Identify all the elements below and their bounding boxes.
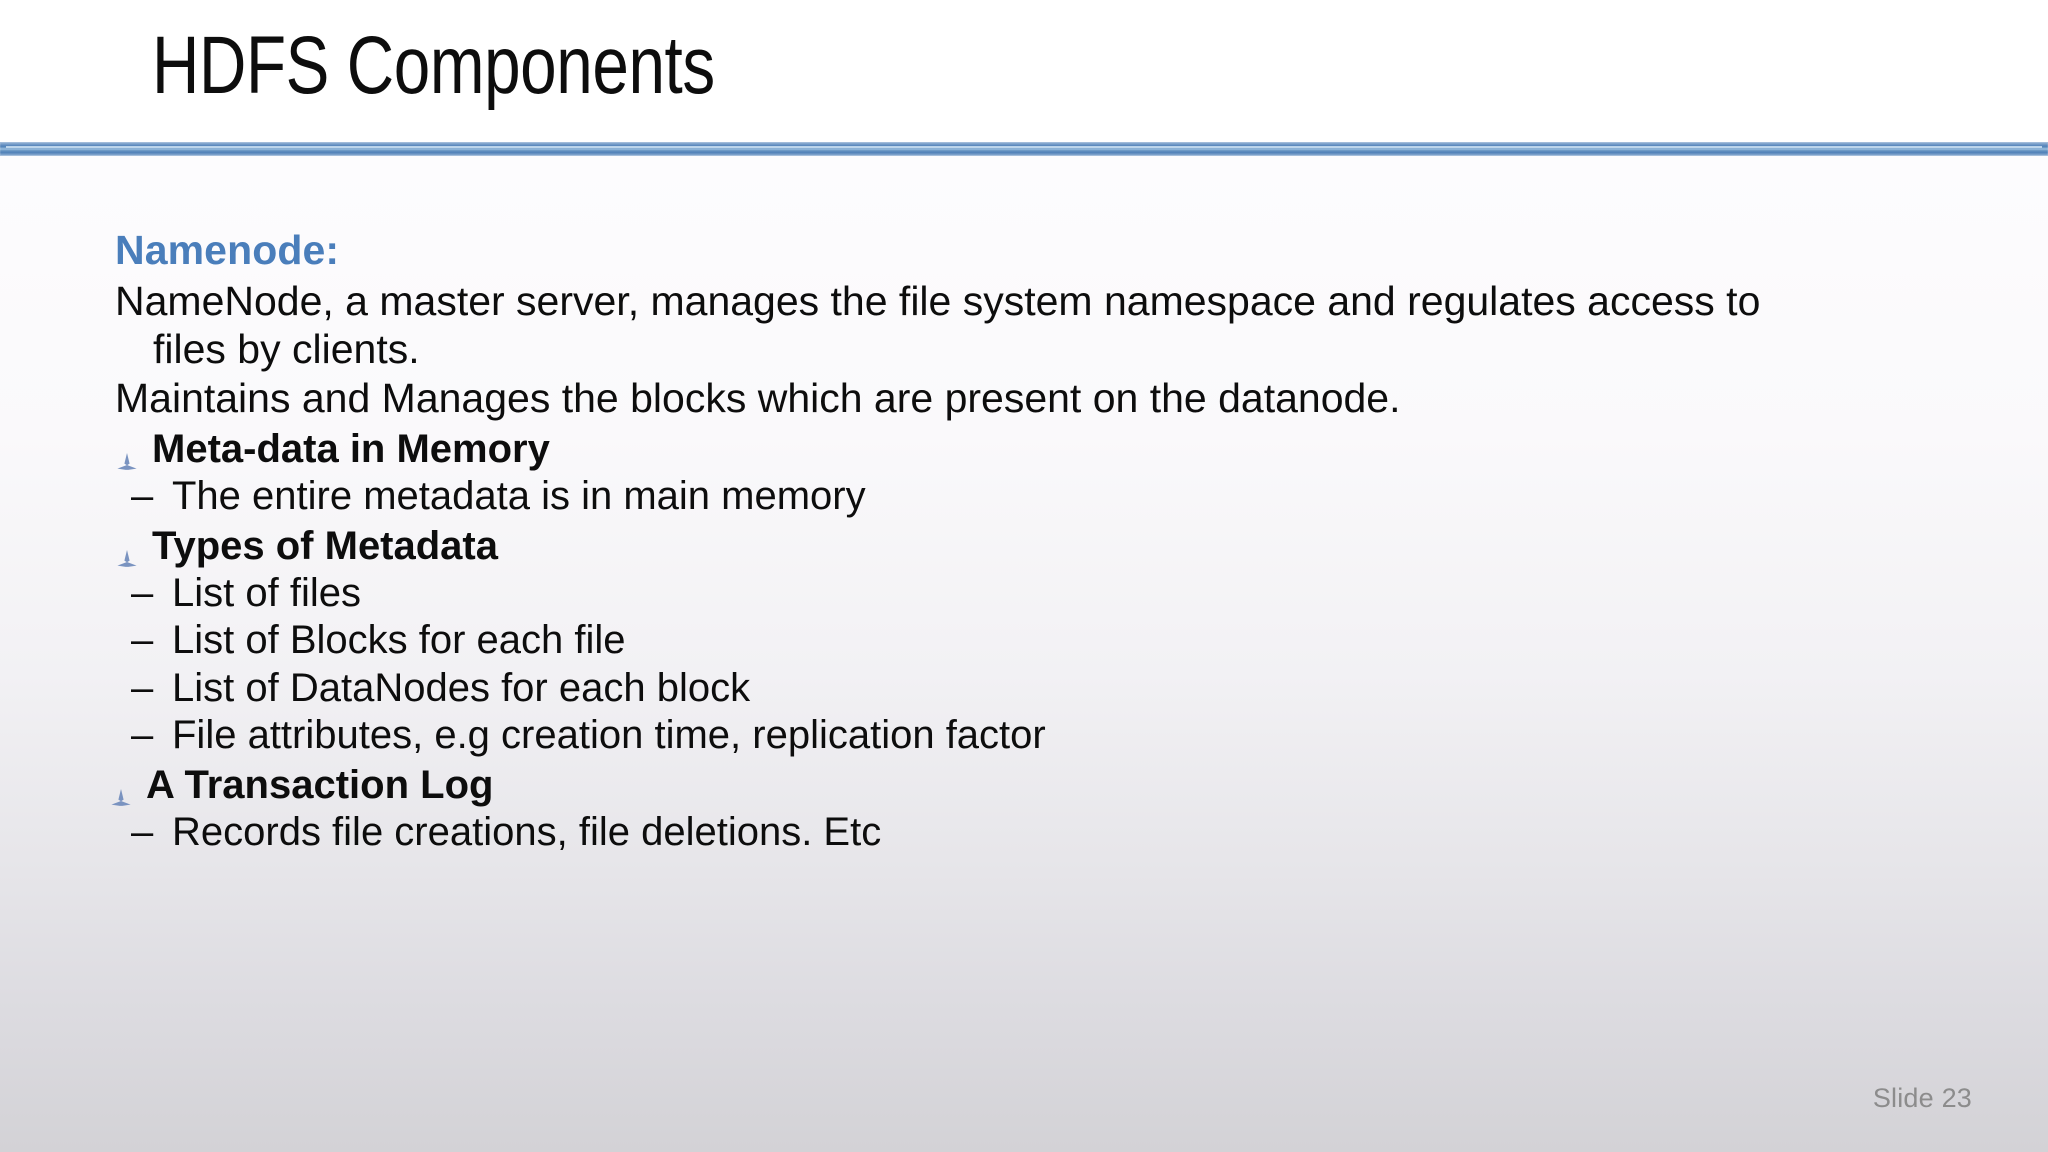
body-paragraph-2: Maintains and Manages the blocks which a… <box>115 375 1401 422</box>
list-item-level2: – List of DataNodes for each block <box>115 665 1945 711</box>
dash-marker: – <box>131 571 154 616</box>
dash-marker: – <box>131 665 154 710</box>
body-paragraph-1: NameNode, a master server, manages the f… <box>115 278 1761 372</box>
propeller-bullet-icon <box>115 438 139 470</box>
list-item-level2-label: List of files <box>172 571 361 616</box>
dash-marker: – <box>131 618 154 663</box>
slide-number: Slide 23 <box>1872 1083 1972 1113</box>
list-item-level2-label: List of DataNodes for each block <box>172 665 751 710</box>
slide-title-band: HDFS Components <box>0 0 2048 142</box>
propeller-bullet-icon <box>109 774 133 806</box>
list-item-level2: – List of Blocks for each file <box>115 617 1945 663</box>
slide-body: Namenode: NameNode, a master server, man… <box>0 156 2048 1152</box>
list-item-level2-label: File attributes, e.g creation time, repl… <box>172 713 1046 758</box>
dash-marker: – <box>131 474 154 519</box>
dash-marker: – <box>131 810 154 855</box>
list-item-level2: – File attributes, e.g creation time, re… <box>115 712 1945 758</box>
list-item-level2: – Records file creations, file deletions… <box>115 809 1945 855</box>
divider-highlight <box>6 146 2042 148</box>
list-item-level1: Types of Metadata <box>115 523 1945 569</box>
list-item-level1-label: Types of Metadata <box>152 523 498 568</box>
section-heading-namenode: Namenode: <box>115 227 340 273</box>
propeller-bullet-icon <box>115 535 139 567</box>
content-block: Namenode: NameNode, a master server, man… <box>111 227 1945 856</box>
list-item-level2-label: List of Blocks for each file <box>172 618 626 663</box>
list-item-level1: A Transaction Log <box>111 762 1945 808</box>
list-item-level2: – List of files <box>115 570 1945 616</box>
list-item-level1-label: Meta-data in Memory <box>152 426 550 471</box>
list-item-level2-label: The entire metadata is in main memory <box>172 474 866 519</box>
list-item-level1-label: A Transaction Log <box>146 762 494 807</box>
title-divider-rule <box>0 142 2048 156</box>
list-item-level1: Meta-data in Memory <box>115 426 1945 472</box>
page-title: HDFS Components <box>152 20 715 111</box>
dash-marker: – <box>131 713 154 758</box>
list-item-level2: – The entire metadata is in main memory <box>115 473 1945 519</box>
list-item-level2-label: Records file creations, file deletions. … <box>172 810 882 855</box>
